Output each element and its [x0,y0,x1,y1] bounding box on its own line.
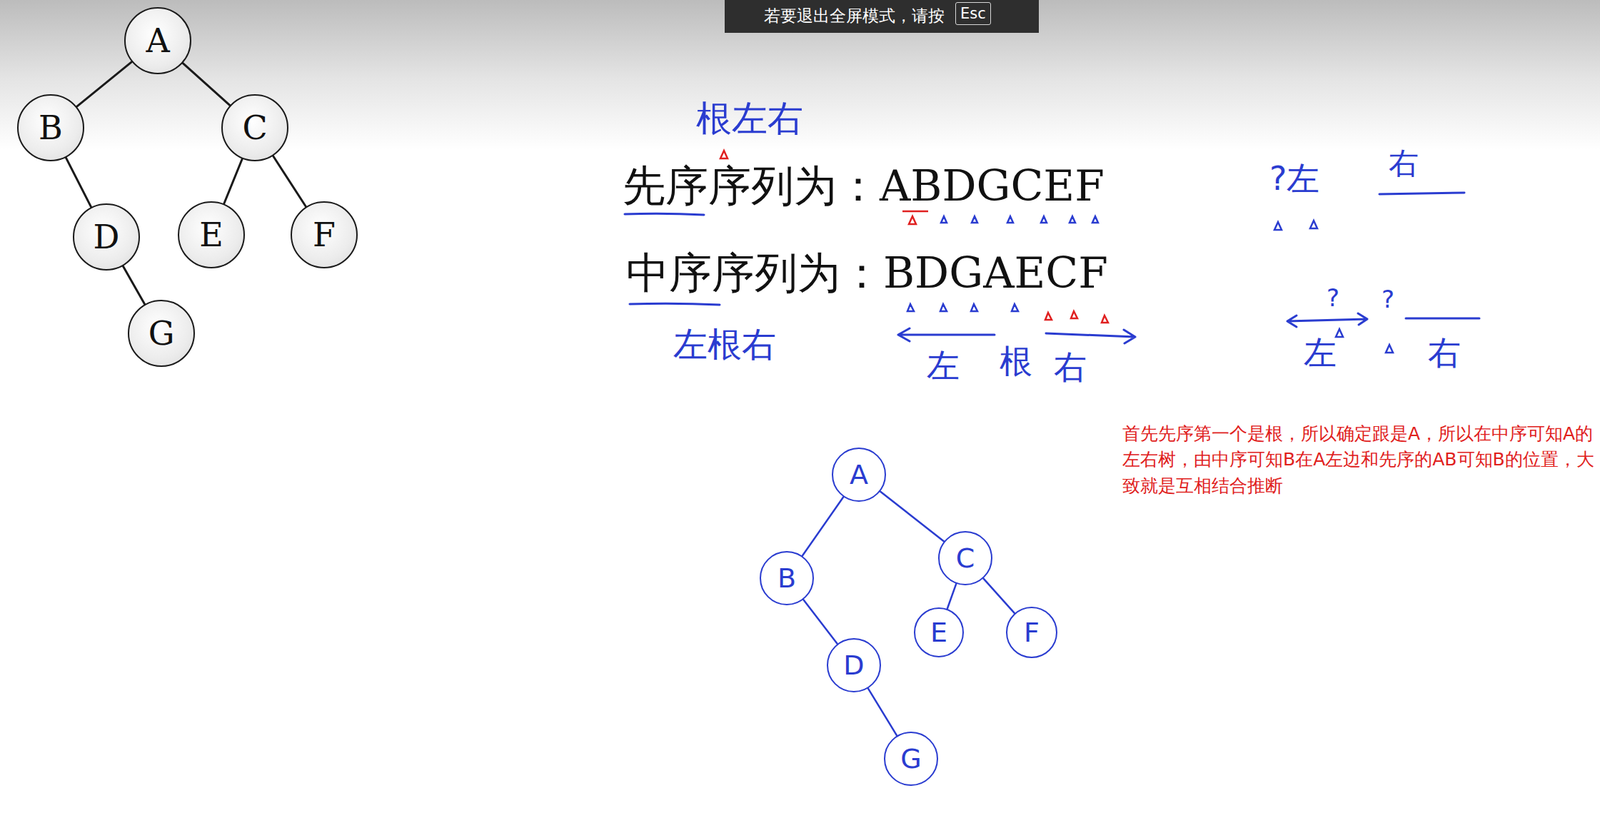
tree-edge [947,584,957,610]
tree-node-circle: E [177,201,245,269]
node-letter: D [843,651,864,679]
tree-node-circle: C [221,94,289,162]
tree-edge [880,491,944,542]
tree-edge [76,62,132,108]
node-letter: G [148,317,175,350]
edge-line [182,62,230,105]
handwritten-note: 根 [999,342,1033,381]
edge-line [947,584,957,610]
key-badge: Esc [955,2,991,25]
explanation-note: 首先先序第一个是根，所以确定跟是A，所以在中序可知A的左右树，由中序可知B在A左… [1122,421,1595,500]
tree-edge [983,578,1015,614]
tree-node-circle: F [290,201,358,269]
edge-line [65,157,91,208]
edge-line [76,62,132,108]
handwritten-note: 左 [1303,334,1337,372]
node-letter: E [930,619,948,647]
node-letter: A [145,24,170,58]
handwritten-note: ?左 [1269,159,1320,198]
handwritten-tree-node: G [883,731,939,787]
handwritten-note: ? [1381,285,1395,314]
edge-line [224,159,243,205]
tree-node-circle: A [124,7,192,75]
node-letter: G [900,745,922,773]
handwritten-note: 左 [926,346,960,385]
handwritten-tree-node: B [759,551,814,606]
handwritten-note: ? [1326,284,1340,313]
edge-line [880,491,944,542]
node-letter: C [956,544,976,572]
tree-edge [182,62,230,105]
handwritten-tree-node: A [831,447,887,502]
tree-node-circle: D [72,203,140,271]
handwritten-note: 右 [1427,334,1461,372]
tree-edge [803,599,838,644]
tree-node-circle: G [127,299,195,367]
tree-edge [65,157,91,208]
edge-line [803,599,838,644]
edge-line [983,578,1015,614]
node-letter: A [849,461,869,489]
handwritten-note: 根左右 [696,98,804,140]
node-letter: D [93,220,120,254]
edge-line [802,496,844,557]
node-letter: E [199,218,224,252]
hand-strokes [624,192,1480,344]
fullscreen-banner [724,0,1039,33]
tree-edge [122,266,145,305]
handwritten-tree-node: F [1005,606,1058,659]
node-letter: B [777,564,797,592]
handwritten-note: 右 [1053,348,1087,387]
handwritten-tree-node: D [826,638,882,693]
edge-line [868,688,897,736]
tree-edge [224,159,243,205]
node-letter: F [312,218,336,252]
node-letter: B [38,111,63,145]
node-letter: C [242,111,268,145]
sequence-line: 中序序列为：BDGAECF [626,248,1109,298]
handwritten-note: 左根右 [673,324,777,365]
handwritten-tree-node: E [913,607,964,658]
tree-edge [802,496,844,557]
sequence-line: 先序序列为：ABDGCEF [622,161,1105,211]
handwritten-note: 右 [1388,146,1419,181]
tree-node-circle: B [17,94,85,162]
handwritten-tree-node: C [938,531,993,586]
node-letter: F [1023,619,1040,647]
tree-edge [868,688,897,736]
edge-line [122,266,145,305]
banner-text: 若要退出全屏模式，请按 [763,6,945,25]
tree-edge [273,155,307,207]
edge-line [273,155,307,207]
